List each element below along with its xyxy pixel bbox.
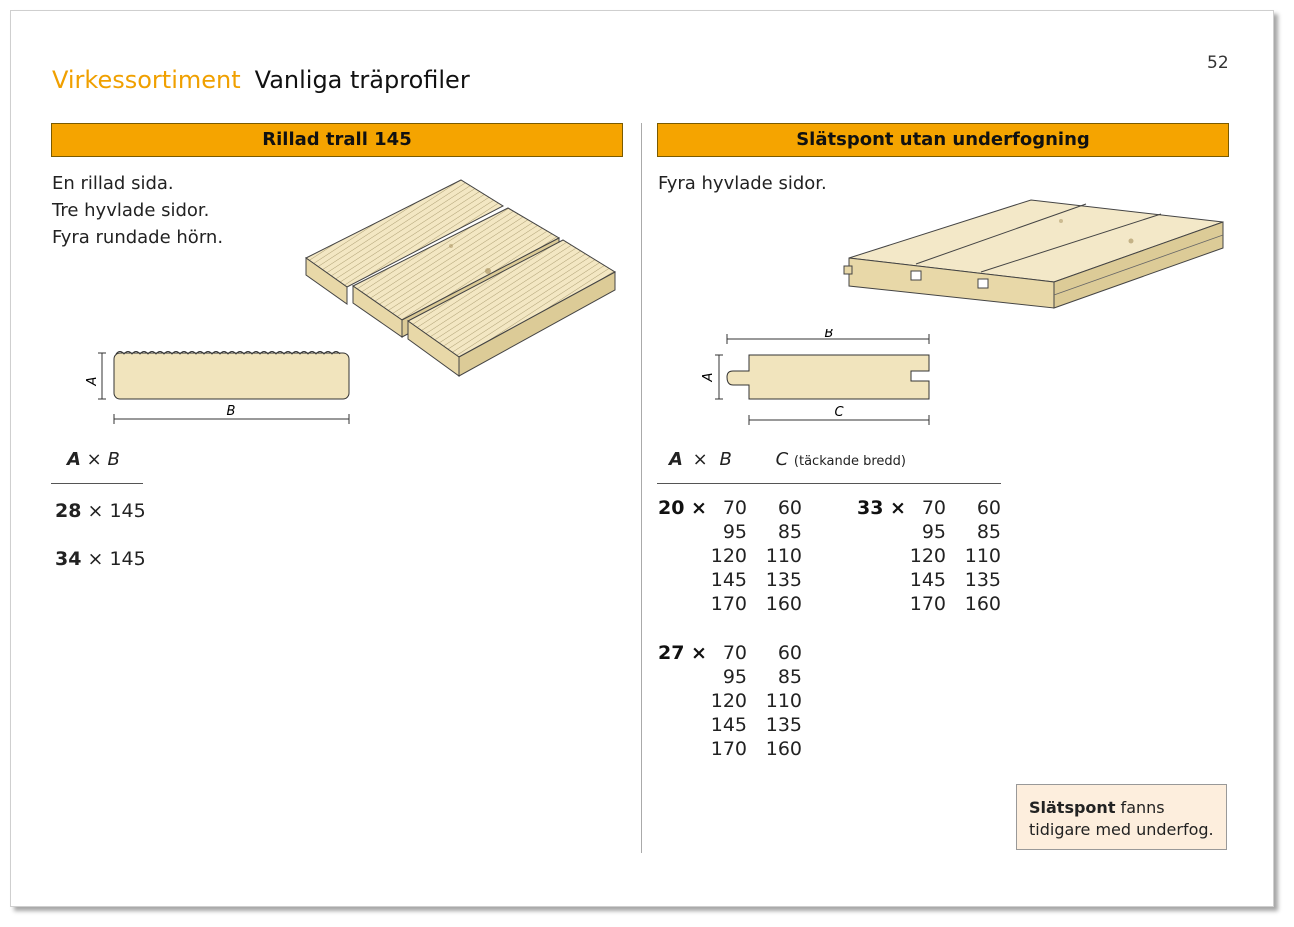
width-value: 145	[710, 714, 747, 736]
right-dim-label-b: B	[825, 329, 834, 341]
covering-width-value: 160	[964, 593, 1001, 615]
left-row-1-a: 28	[55, 500, 82, 522]
right-dim-label-a: A	[701, 373, 716, 383]
width-value: 70	[921, 497, 946, 519]
width-value: 170	[909, 593, 946, 615]
left-row-2-a: 34	[55, 548, 82, 570]
covering-width-value: 135	[765, 569, 802, 591]
left-row-1: 28 × 145	[55, 500, 146, 522]
width-value: 170	[710, 593, 747, 615]
info-note: Slätspont fanns tidigare med underfog.	[1016, 784, 1227, 850]
title-main: Vanliga träprofiler	[254, 66, 470, 94]
covering-width-value: 110	[964, 545, 1001, 567]
note-text: fanns tidigare med underfog.	[1029, 798, 1214, 839]
column-divider	[641, 123, 642, 853]
width-value: 70	[722, 497, 747, 519]
covering-width-value: 135	[964, 569, 1001, 591]
page-title: Virkessortiment Vanliga träprofiler	[52, 66, 470, 94]
covering-width-value: 110	[765, 690, 802, 712]
right-table-header: A × B C (täckande bredd)	[669, 449, 906, 470]
width-value: 170	[710, 738, 747, 760]
left-desc-line-3: Fyra rundade hörn.	[52, 227, 224, 248]
document-page: 52 Virkessortiment Vanliga träprofiler Ri…	[10, 10, 1274, 907]
left-description: En rillad sida. Tre hyvlade sidor. Fyra …	[52, 170, 223, 251]
group-3-thickness: 27 ×	[658, 642, 707, 664]
group-1-thickness: 20 ×	[658, 497, 707, 519]
width-value: 95	[722, 666, 747, 688]
right-desc-line-1: Fyra hyvlade sidor.	[658, 173, 827, 194]
right-heading-bar: Slätspont utan underfogning	[657, 123, 1229, 157]
covering-width-value: 135	[765, 714, 802, 736]
rillad-trall-section-diagram: A B	[86, 351, 350, 424]
right-table-rule	[657, 483, 1001, 484]
width-value: 120	[909, 545, 946, 567]
slatspont-section-diagram: B A C	[701, 329, 930, 425]
width-value: 95	[722, 521, 747, 543]
left-table-header: A × B	[67, 449, 120, 470]
width-value: 95	[921, 521, 946, 543]
left-dim-label-a: A	[86, 377, 100, 387]
right-header-c: C	[775, 449, 789, 470]
left-row-2: 34 × 145	[55, 548, 146, 570]
left-header-x: ×	[86, 449, 102, 470]
width-value: 145	[909, 569, 946, 591]
left-desc-line-1: En rillad sida.	[52, 173, 174, 194]
slatspont-illustration	[843, 199, 1224, 309]
covering-width-value: 110	[765, 545, 802, 567]
covering-width-value: 60	[777, 497, 802, 519]
left-row-1-b: 145	[109, 500, 146, 522]
width-value: 120	[710, 545, 747, 567]
left-dim-label-b: B	[227, 404, 236, 419]
right-header-b: B	[719, 449, 732, 470]
width-value: 70	[722, 642, 747, 664]
right-description: Fyra hyvlade sidor.	[658, 170, 827, 197]
left-table-rule	[51, 483, 143, 484]
left-heading: Rillad trall 145	[262, 129, 412, 150]
covering-width-value: 85	[976, 521, 1001, 543]
left-header-a: A	[67, 449, 81, 470]
note-bold: Slätspont	[1029, 798, 1116, 817]
covering-width-value: 85	[777, 666, 802, 688]
covering-width-value: 85	[777, 521, 802, 543]
width-value: 120	[710, 690, 747, 712]
right-header-c-note: (täckande bredd)	[793, 454, 906, 469]
right-heading: Slätspont utan underfogning	[796, 129, 1090, 150]
group-2-thickness: 33 ×	[857, 497, 906, 519]
left-header-b: B	[107, 449, 120, 470]
left-row-2-x: ×	[87, 548, 104, 570]
page-number: 52	[1207, 53, 1229, 73]
right-dim-label-c: C	[834, 405, 844, 420]
left-row-2-b: 145	[109, 548, 146, 570]
rillad-trall-illustration	[305, 179, 616, 377]
covering-width-value: 60	[777, 642, 802, 664]
right-header-a: A	[669, 449, 683, 470]
covering-width-value: 160	[765, 738, 802, 760]
left-heading-bar: Rillad trall 145	[51, 123, 623, 157]
width-value: 145	[710, 569, 747, 591]
left-row-1-x: ×	[87, 500, 104, 522]
right-header-x: ×	[692, 449, 708, 470]
left-desc-line-2: Tre hyvlade sidor.	[52, 200, 210, 221]
covering-width-value: 60	[976, 497, 1001, 519]
title-category: Virkessortiment	[52, 66, 241, 94]
covering-width-value: 160	[765, 593, 802, 615]
